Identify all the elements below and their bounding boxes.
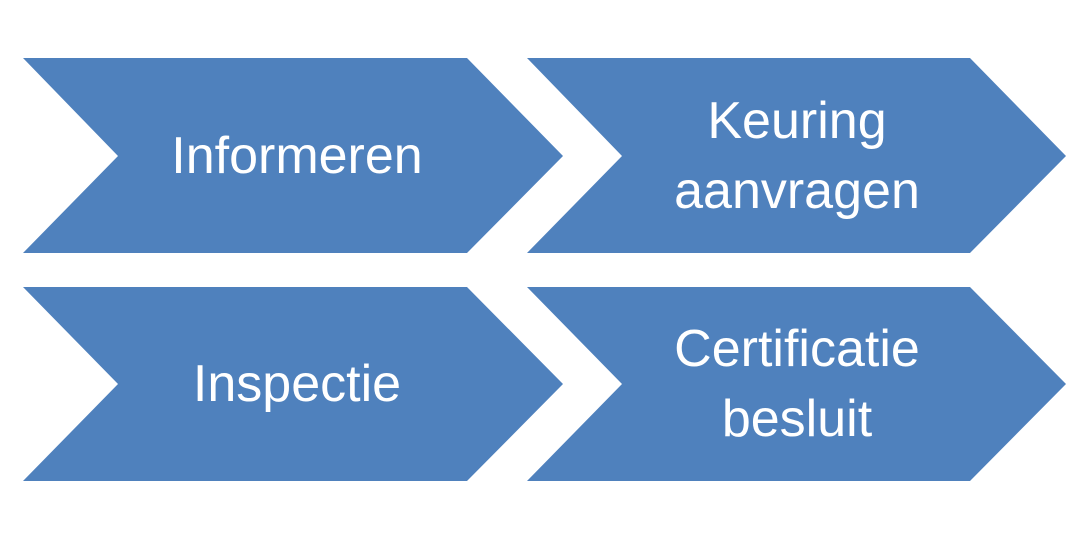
chevron-step-4 bbox=[527, 287, 1066, 481]
step-2-label: Keuring aanvragen bbox=[674, 91, 920, 220]
chevron-step-3 bbox=[23, 287, 563, 481]
chevron-step-2 bbox=[527, 58, 1066, 253]
step-3-label: Inspectie bbox=[192, 355, 402, 413]
step-1-label: Informeren bbox=[171, 126, 423, 185]
step-4-label: Certificatie besluit bbox=[674, 320, 920, 448]
chevron-step-1 bbox=[23, 58, 563, 253]
